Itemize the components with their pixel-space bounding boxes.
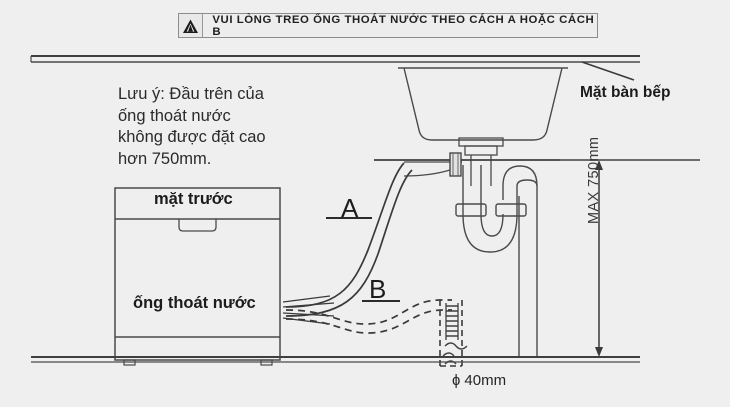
label-front-panel: mặt trước — [154, 190, 233, 208]
drain-hose-leader-lines — [282, 295, 335, 325]
dishwasher-unit — [114, 187, 281, 366]
warning-triangle-icon — [179, 14, 204, 37]
label-drain-hose: ống thoát nước — [133, 294, 256, 312]
note-text: Lưu ý: Đầu trên của ống thoát nước không… — [118, 85, 266, 168]
hose-connector-fitting — [403, 152, 462, 177]
max-height-dimension — [595, 160, 603, 357]
warning-banner-text: VUI LÒNG TREO ỐNG THOÁT NƯỚC THEO CÁCH A… — [212, 13, 595, 38]
drain-hose-route-b — [285, 299, 452, 334]
sink-basin — [398, 67, 568, 141]
label-route-a: A — [341, 193, 359, 223]
p-trap — [455, 165, 538, 357]
label-route-b: B — [369, 274, 387, 304]
standpipe — [439, 300, 468, 367]
drain-hose-route-a — [285, 162, 413, 317]
warning-banner: VUI LÒNG TREO ỐNG THOÁT NƯỚC THEO CÁCH A… — [178, 13, 598, 38]
countertop-surface — [30, 55, 640, 63]
floor-line — [31, 356, 640, 363]
label-pipe-diameter: ɸ 40mm — [452, 372, 507, 389]
countertop-leader-line — [581, 61, 635, 81]
label-countertop: Mặt bàn bếp — [580, 84, 671, 101]
sink-drain-outlet — [458, 137, 504, 186]
label-max-height: MAX 750mm — [586, 136, 602, 224]
